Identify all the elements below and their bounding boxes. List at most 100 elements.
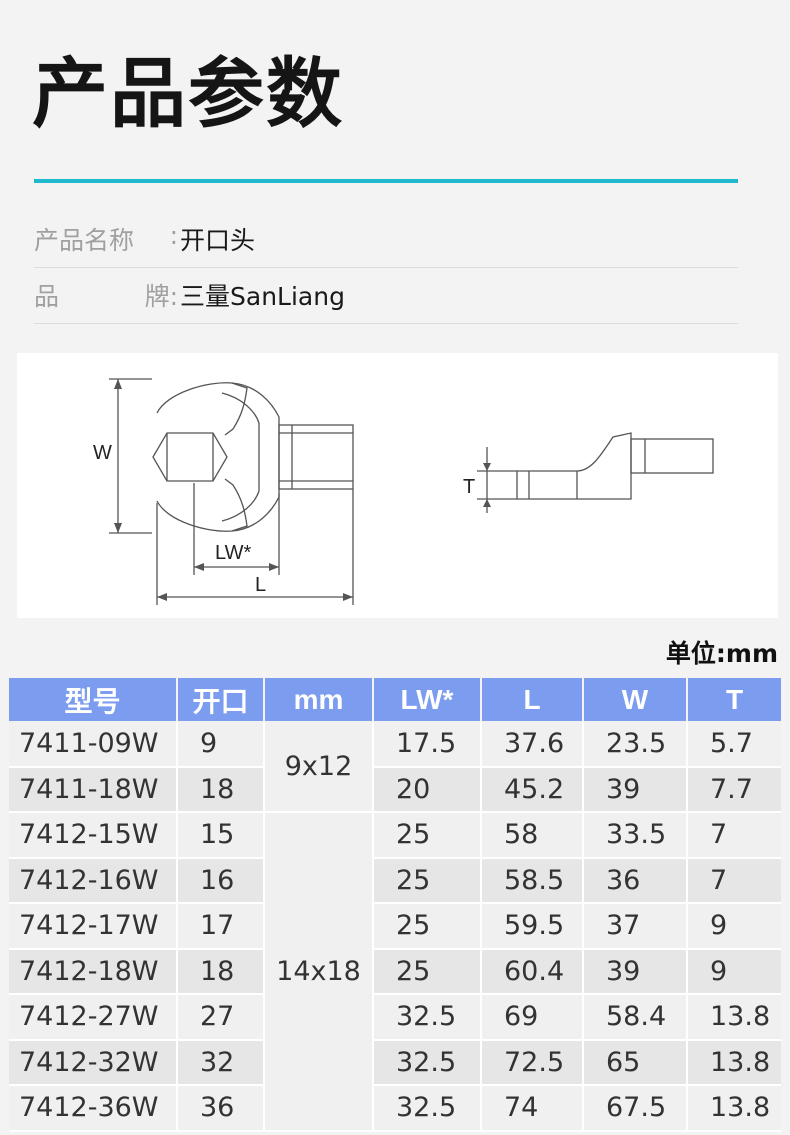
header-model: 型号 [9,678,178,721]
cell-t: 7.7 [687,766,781,813]
cell-lw: 25 [373,812,482,859]
header-l: L [481,678,584,721]
cell-t: 9 [687,903,781,950]
cell-t: 13.8 [687,1085,781,1132]
info-label: 品 牌: [34,277,178,313]
dim-label-l: L [255,574,266,596]
cell-opening: 15 [177,812,265,859]
cell-model: 7412-17W [9,903,178,950]
cell-w: 39 [583,948,688,995]
cell-t: 5.7 [687,721,781,768]
cell-opening: 27 [177,994,265,1041]
head-body [231,382,280,532]
cell-opening: 36 [177,1085,265,1132]
cell-t: 13.8 [687,1039,781,1086]
info-label: 产品名称 : [34,221,178,257]
cell-lw: 25 [373,857,482,904]
cell-lw: 20 [373,766,482,813]
info-label-colon: : [169,220,178,250]
cell-w: 33.5 [583,812,688,859]
cell-shank-size: 14x18 [264,812,374,1132]
info-label-text: 品 [34,281,60,311]
header-opening: 开口 [177,678,265,721]
cell-l: 72.5 [481,1039,584,1086]
cell-opening: 16 [177,857,265,904]
cell-opening: 17 [177,903,265,950]
unit-label: 单位:mm [665,639,778,668]
cell-l: 58 [481,812,584,859]
table-header-row: 型号 开口 mm LW* L W T [9,678,781,721]
cell-model: 7412-27W [9,994,178,1041]
cell-l: 58.5 [481,857,584,904]
technical-drawing: W LW* L T [17,353,778,618]
header-w: W [583,678,688,721]
cell-opening: 9 [177,721,265,768]
head-lower-jaw [156,478,248,532]
cell-model: 7412-18W [9,948,178,995]
cell-t: 7 [687,812,781,859]
cell-model: 7412-32W [9,1039,178,1086]
cell-lw: 25 [373,903,482,950]
cell-w: 58.4 [583,994,688,1041]
dim-label-t: T [463,476,475,498]
info-row-product-name: 产品名称 : 开口头 [34,210,738,268]
dim-label-w: W [93,442,112,464]
cell-model: 7412-16W [9,857,178,904]
cell-w: 36 [583,857,688,904]
cell-t: 9 [687,948,781,995]
cell-lw: 17.5 [373,721,482,768]
cell-l: 74 [481,1085,584,1132]
info-label-colon: 牌: [144,281,178,311]
cell-lw: 32.5 [373,1039,482,1086]
cell-shank-size: 9x12 [264,721,374,813]
page-title: 产品参数 [32,49,344,138]
head-upper-jaw [156,382,248,436]
cell-lw: 32.5 [373,1085,482,1132]
cell-l: 59.5 [481,903,584,950]
shank [278,424,354,490]
cell-w: 65 [583,1039,688,1086]
cell-opening: 18 [177,948,265,995]
side-profile [516,432,632,500]
header-mm: mm [264,678,374,721]
cell-model: 7411-18W [9,766,178,813]
cell-model: 7412-15W [9,812,178,859]
cell-lw: 32.5 [373,994,482,1041]
wrench-head-drawing: W LW* L T [93,378,714,605]
info-value-product-name: 开口头 [180,225,256,255]
cell-opening: 32 [177,1039,265,1086]
cell-l: 37.6 [481,721,584,768]
cell-model: 7412-36W [9,1085,178,1132]
info-value-brand: 三量SanLiang [180,281,345,311]
head-inner [221,392,260,522]
side-shank [630,438,714,474]
title-divider [34,179,738,183]
dim-label-lw: LW* [215,542,252,564]
cell-w: 23.5 [583,721,688,768]
cell-opening: 18 [177,766,265,813]
header-t: T [687,678,781,721]
info-label-text: 产品名称 [34,225,135,255]
cell-w: 37 [583,903,688,950]
cell-w: 67.5 [583,1085,688,1132]
cell-l: 45.2 [481,766,584,813]
cell-w: 39 [583,766,688,813]
cell-lw: 25 [373,948,482,995]
cell-t: 7 [687,857,781,904]
cell-l: 69 [481,994,584,1041]
cell-model: 7411-09W [9,721,178,768]
header-lw: LW* [373,678,482,721]
cell-t: 13.8 [687,994,781,1041]
info-row-brand: 品 牌: 三量SanLiang [34,266,738,324]
